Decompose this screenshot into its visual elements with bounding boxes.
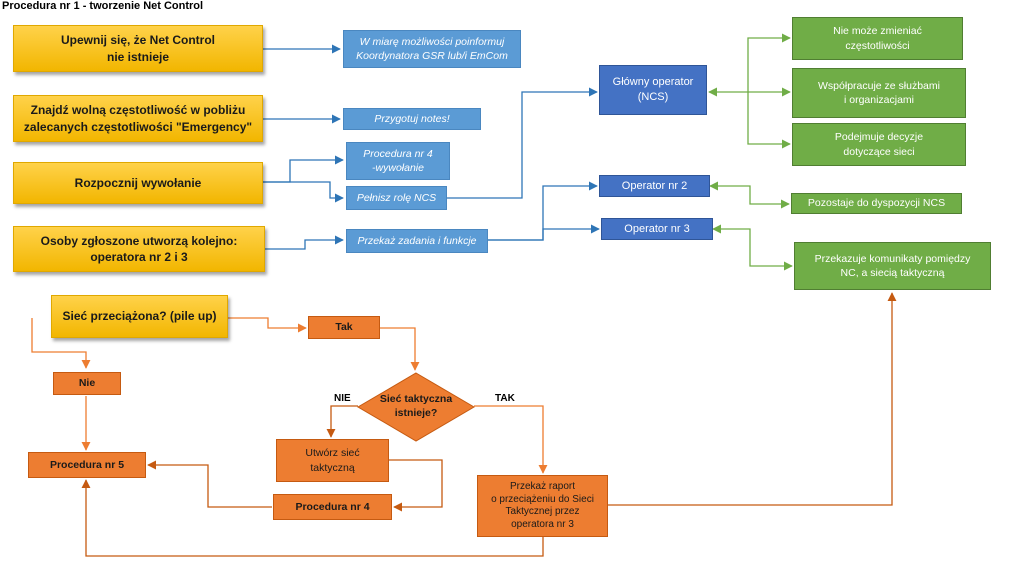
connector-op3-r5	[712, 224, 793, 271]
question-tactical-net-exists: Sieć taktyczna istnieje?	[379, 393, 453, 419]
note-ncs-role: Pełnisz rolę NCS	[346, 186, 447, 210]
note-prepare-notebook: Przygotuj notes!	[343, 108, 481, 130]
decision-diamond	[357, 372, 475, 442]
answer-yes: Tak	[308, 316, 380, 339]
connector-n5-op3	[488, 224, 600, 241]
role-cooperates-services: Współpracuje ze służbami i organizacjami	[792, 68, 966, 118]
connector-s3-n3	[263, 155, 344, 183]
connector-proc4-proc5	[147, 460, 272, 508]
answer-no: Nie	[53, 372, 121, 395]
connector-s4-n5	[265, 235, 344, 250]
note-inform-coordinator: W miarę możliwości poinformuj Koordynato…	[343, 30, 521, 68]
connector-diamond-tak	[474, 405, 548, 474]
role-relays-messages: Przekazuje komunikaty pomiędzy NC, a sie…	[794, 242, 991, 290]
role-available-to-ncs: Pozostaje do dyspozycji NCS	[791, 193, 962, 214]
main-operator-ncs: Główny operator (NCS)	[599, 65, 707, 115]
connector-op2-r4	[709, 181, 790, 209]
page-title: Procedura nr 1 - tworzenie Net Control	[2, 0, 204, 12]
step-check-net-control: Upewnij się, że Net Control nie istnieje	[13, 25, 263, 72]
connector-report-r5	[608, 292, 897, 506]
step-start-call: Rozpocznij wywołanie	[13, 162, 263, 204]
connector-main-r1	[708, 33, 791, 97]
step-procedure-4: Procedura nr 4	[273, 494, 392, 520]
step-procedure-5: Procedura nr 5	[28, 452, 146, 478]
label-nie: NIE	[334, 393, 351, 404]
question-net-overloaded: Sieć przeciążona? (pile up)	[51, 295, 228, 338]
connector-n4-main	[447, 87, 598, 199]
operator-3: Operator nr 3	[601, 218, 713, 240]
connector-create-proc4	[389, 459, 443, 512]
step-send-overload-report: Przekaż raport o przeciążeniu do Sieci T…	[477, 475, 608, 537]
connector-main-r3	[747, 92, 791, 149]
note-procedure-4-call: Procedura nr 4 -wywołanie	[346, 142, 450, 180]
connector-diamond-nie	[326, 405, 358, 438]
connector-s3-n4	[263, 181, 344, 203]
step-create-tactical-net: Utwórz sieć taktyczną	[276, 439, 389, 482]
connector-report-proc5	[81, 479, 544, 557]
operator-2: Operator nr 2	[599, 175, 710, 197]
step-operators: Osoby zgłoszone utworzą kolejno: operato…	[13, 226, 265, 272]
connector-question-no	[31, 318, 91, 369]
note-delegate-tasks: Przekaż zadania i funkcje	[346, 229, 488, 253]
role-makes-decisions: Podejmuje decyzje dotyczące sieci	[792, 123, 966, 166]
label-tak: TAK	[495, 393, 515, 404]
step-find-frequency: Znajdź wolną częstotliwość w pobliżu zal…	[13, 95, 263, 142]
role-no-frequency-change: Nie może zmieniać częstotliwości	[792, 17, 963, 60]
connector-yes-diamond	[380, 327, 420, 371]
connector-question-yes	[228, 317, 307, 333]
